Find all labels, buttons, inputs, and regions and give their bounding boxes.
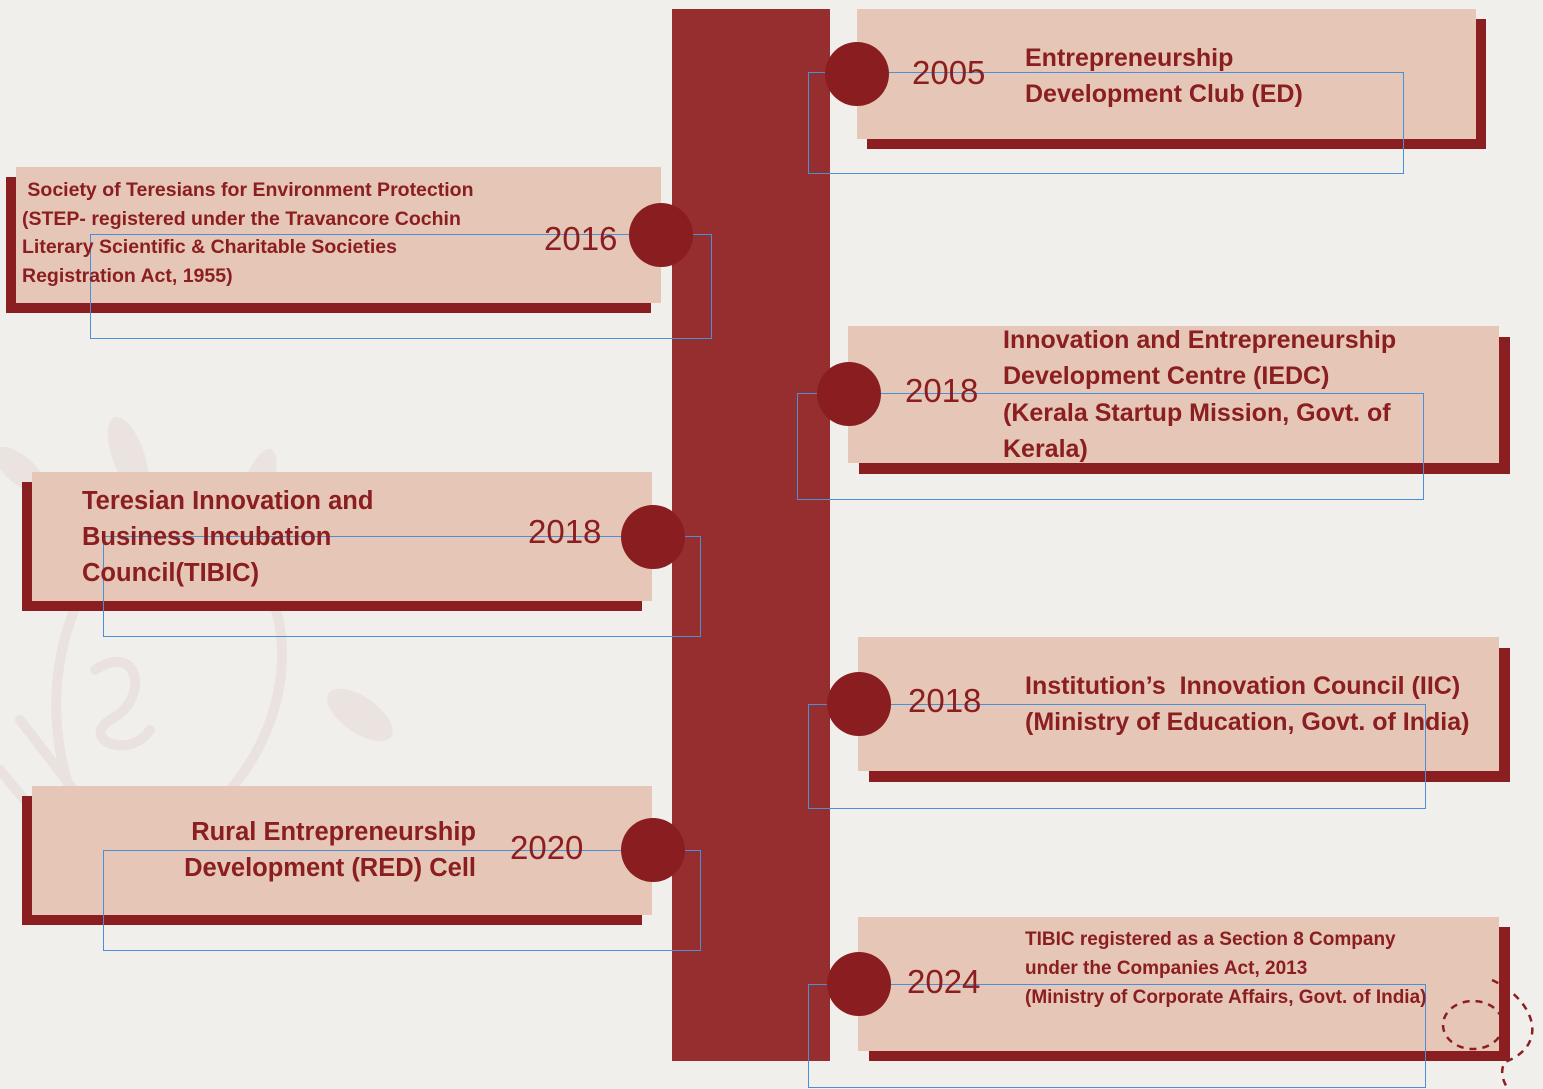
year-label: 2016 xyxy=(544,220,618,257)
year-label: 2018 xyxy=(528,513,602,550)
milestone-text: Society of Teresians for Environment Pro… xyxy=(22,179,474,287)
timeline-dot xyxy=(629,203,693,267)
timeline-dot xyxy=(621,505,685,569)
selection-connector xyxy=(808,984,1426,1088)
selection-connector xyxy=(90,234,712,339)
year-label: 2024 xyxy=(907,963,981,1000)
lightbulb-watermark-icon xyxy=(0,417,393,885)
milestone-text: Innovation and Entrepreneurship Developm… xyxy=(1003,326,1397,463)
year-label: 2005 xyxy=(912,54,986,91)
year-label: 2018 xyxy=(905,372,979,409)
timeline-card-step[interactable] xyxy=(16,167,661,303)
timeline-card-ed[interactable] xyxy=(857,9,1476,139)
timeline-dot xyxy=(621,818,685,882)
selection-connector xyxy=(797,393,1424,500)
timeline-dot xyxy=(825,42,889,106)
year-label: 2018 xyxy=(908,682,982,719)
milestone-text: TIBIC registered as a Section 8 Company … xyxy=(1025,929,1427,1008)
timeline-dot xyxy=(817,362,881,426)
milestone-text: Entrepreneurship Development Club (ED) xyxy=(1025,44,1303,108)
milestone-text: Rural Entrepreneurship Development (RED)… xyxy=(184,818,476,882)
selection-connector xyxy=(808,704,1426,809)
selection-connector xyxy=(808,72,1404,174)
dashed-circle-doodle-icon xyxy=(1441,978,1534,1089)
milestone-text: Institution’s Innovation Council (IIC) (… xyxy=(1025,672,1470,736)
timeline-dot xyxy=(827,672,891,736)
milestone-text: Teresian Innovation and Business Incubat… xyxy=(82,487,374,587)
selection-connector xyxy=(103,850,701,951)
timeline-card-iedc[interactable] xyxy=(848,326,1499,463)
timeline-spine xyxy=(672,9,830,1061)
year-label: 2020 xyxy=(510,829,584,866)
timeline-dot xyxy=(827,952,891,1016)
selection-connector xyxy=(103,536,701,637)
